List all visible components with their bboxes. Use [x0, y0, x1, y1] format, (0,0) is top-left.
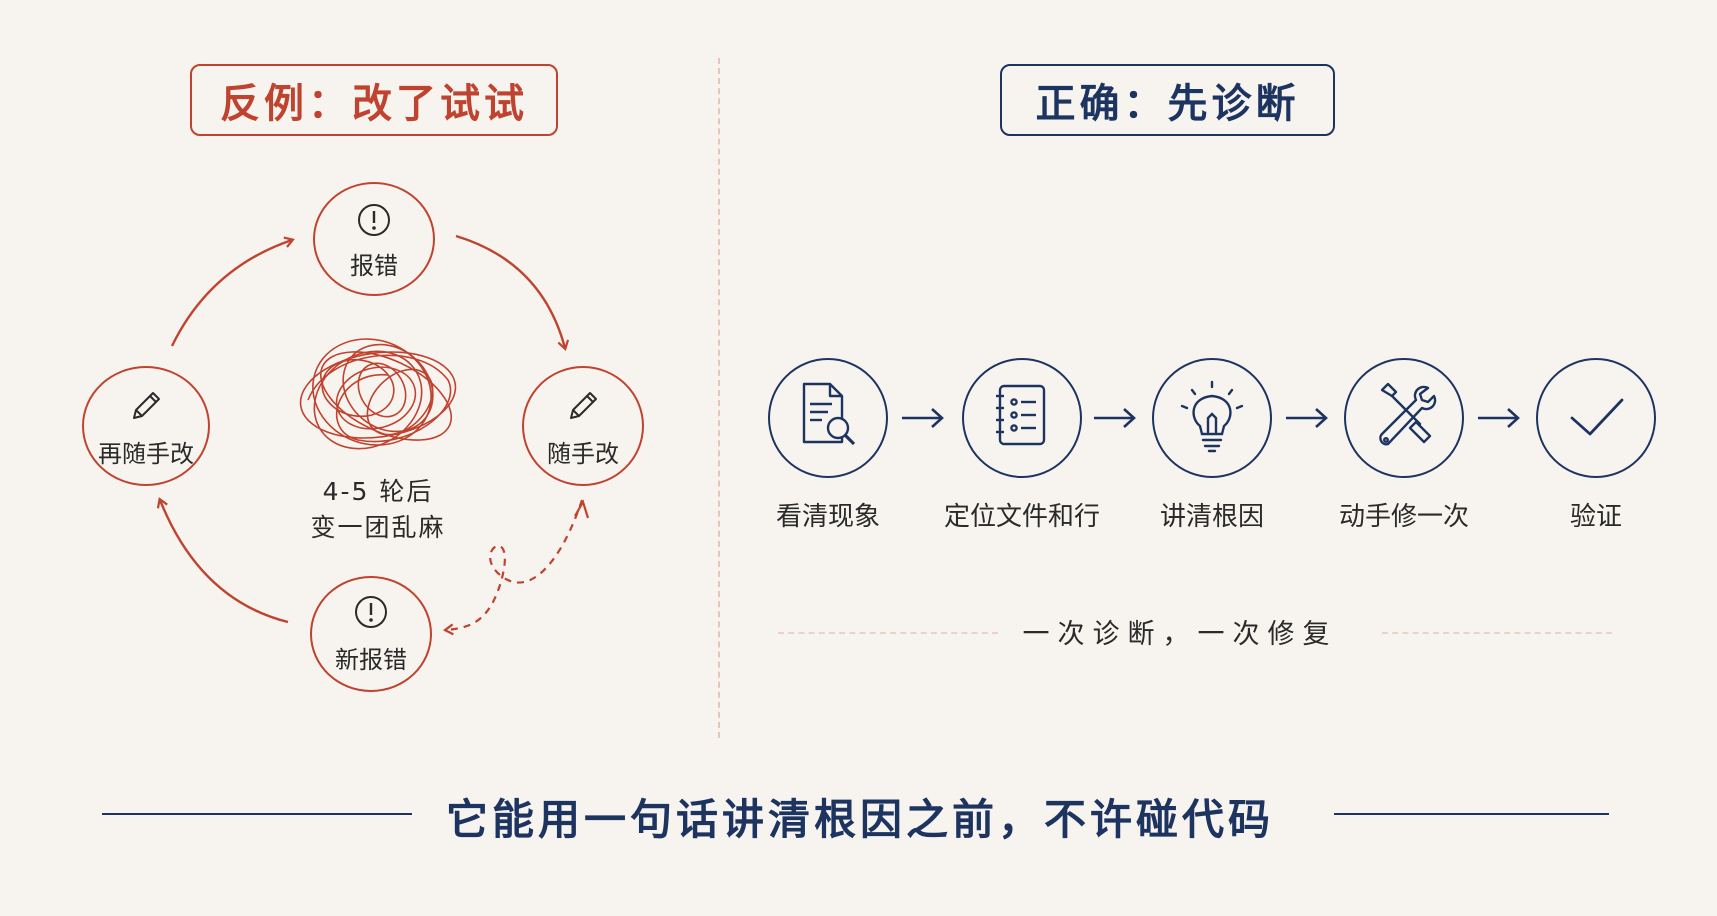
notebook-list-icon — [996, 384, 1046, 446]
step-circle — [1536, 358, 1656, 478]
node-edit-again-label: 再随手改 — [98, 440, 194, 468]
arrow-right-icon — [902, 408, 944, 428]
rule-line-right — [1334, 813, 1609, 815]
step-circle — [1152, 358, 1272, 478]
arrow-left-to-top — [170, 236, 295, 347]
lightbulb-icon — [1180, 380, 1244, 453]
right-approach-title: 正确：先诊断 — [1000, 64, 1335, 136]
node-quick-edit: 随手改 — [522, 366, 644, 486]
arrow-right-icon — [1478, 408, 1520, 428]
step-label: 验证 — [1569, 502, 1622, 532]
rule-line-left — [102, 813, 412, 815]
node-error-label: 报错 — [350, 252, 398, 280]
alert-icon — [355, 596, 387, 628]
section-divider — [718, 58, 720, 738]
summary-line-right — [1382, 632, 1612, 634]
cycle-arrows — [156, 234, 590, 636]
dashed-arrow-right-to-bottom — [442, 499, 584, 636]
rule-text: 它能用一句话讲清根因之前，不许碰代码 — [445, 795, 1274, 844]
step-circle — [768, 358, 888, 478]
node-error: 报错 — [313, 182, 435, 296]
chaos-caption-line-2: 变一团乱麻 — [310, 513, 446, 542]
tangle-icon — [299, 338, 457, 450]
wrong-approach-title: 反例：改了试试 — [190, 64, 558, 136]
pencil-icon — [133, 392, 160, 419]
step-label: 动手修一次 — [1338, 502, 1469, 532]
node-new-error: 新报错 — [310, 576, 432, 692]
arrow-right-icon — [1286, 408, 1328, 428]
node-quick-edit-label: 随手改 — [547, 440, 619, 468]
pencil-icon — [570, 392, 597, 419]
arrow-top-to-right — [455, 234, 570, 351]
document-magnifier-icon — [802, 382, 856, 446]
step-label: 定位文件和行 — [943, 502, 1100, 532]
arrow-bottom-to-left — [156, 497, 289, 624]
alert-icon — [358, 204, 390, 236]
step-label: 看清现象 — [775, 502, 880, 532]
step-circle — [962, 358, 1082, 478]
summary-line-left — [778, 632, 998, 634]
dashed-arrowhead-up — [574, 499, 590, 519]
arrow-right-icon — [1094, 408, 1136, 428]
node-new-error-label: 新报错 — [335, 646, 407, 674]
checkmark-icon — [1570, 398, 1624, 436]
summary-text: 一次诊断，一次修复 — [1022, 619, 1338, 650]
wrench-screwdriver-icon — [1379, 382, 1437, 446]
step-circle — [1344, 358, 1464, 478]
chaos-caption-line-1: 4-5 轮后 — [322, 477, 434, 506]
node-edit-again: 再随手改 — [82, 366, 210, 486]
step-label: 讲清根因 — [1159, 502, 1264, 532]
chaos-caption: 4-5 轮后 变一团乱麻 — [268, 474, 488, 546]
